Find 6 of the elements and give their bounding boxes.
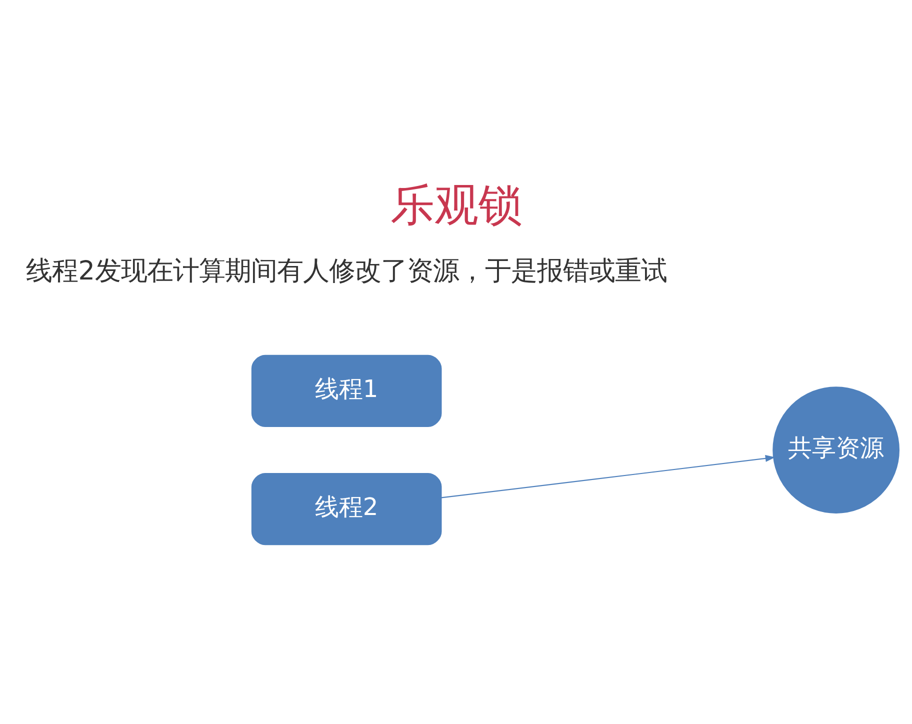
node-box: 线程1 [250,354,442,427]
arrow [440,454,775,498]
node-box: 线程2 [250,472,442,545]
diagram-title: 乐观锁 [390,179,522,230]
node-circle: 共享资源 [772,386,899,513]
label: 线程2发现在计算期间有人修改了资源，于是报错或重试 [26,256,666,286]
